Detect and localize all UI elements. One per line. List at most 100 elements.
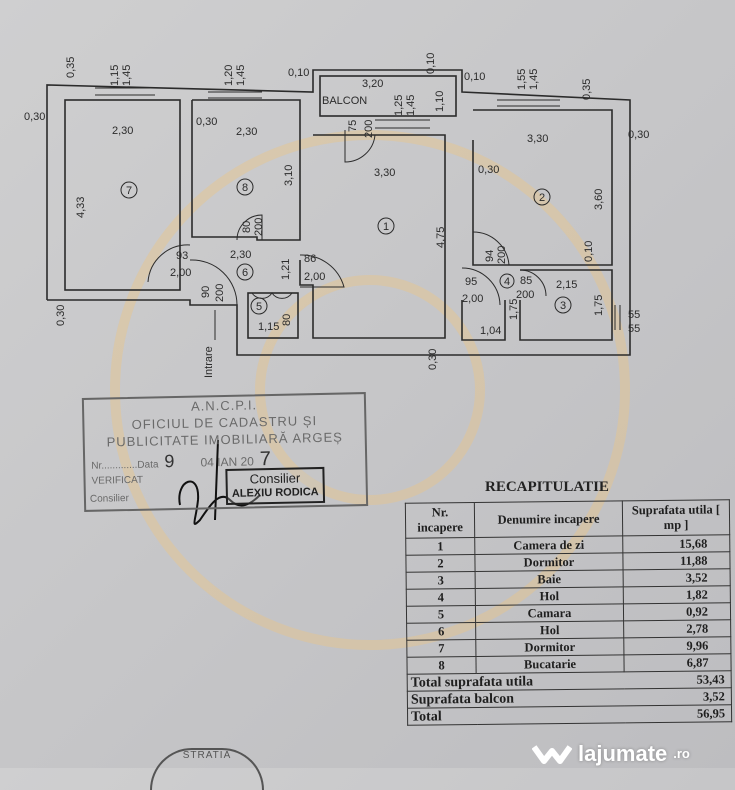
walls: [46, 69, 631, 356]
consilier-title: Consilier: [249, 470, 301, 487]
room-area: 3,52: [623, 568, 731, 587]
dimension: 2,30: [236, 126, 257, 138]
room-nr: 6: [406, 622, 476, 641]
dimension: 200: [496, 246, 508, 264]
room-name: Bucatarie: [475, 654, 625, 674]
signature: [178, 439, 261, 525]
room-area: 15,68: [622, 534, 730, 553]
brand-tld: .ro: [673, 746, 690, 761]
dimension: 200: [363, 120, 375, 138]
room-4-label: 4: [504, 276, 510, 288]
dimension: 1,55: [516, 69, 528, 90]
room-name: Hol: [475, 586, 624, 606]
dimension: 200: [516, 289, 534, 301]
dimension: 1,10: [434, 91, 446, 112]
stamp-nr-value: 9: [164, 451, 175, 472]
dimension: 1,20: [223, 65, 235, 86]
balcony-label: BALCON: [322, 95, 367, 107]
dimension: 1,75: [593, 295, 605, 316]
dimension: 1,45: [121, 65, 133, 86]
room-nr: 8: [406, 656, 477, 675]
consilier-stamp: Consilier ALEXIU RODICA: [225, 466, 325, 505]
dimension: 3,60: [593, 189, 605, 210]
dimension: 2,00: [304, 271, 325, 283]
dimension: 95: [465, 276, 477, 288]
room-nr: 7: [406, 639, 476, 658]
dimension: 3,30: [527, 133, 548, 145]
room-nr: 1: [405, 537, 475, 556]
stamp-nr-label: Nr.............Data: [91, 459, 159, 472]
dimension: 1,15: [109, 65, 121, 86]
room-1-label: 1: [383, 221, 389, 233]
dimension: 0,35: [581, 79, 593, 100]
dimension: 1,25: [393, 95, 405, 116]
room-2-label: 2: [539, 192, 545, 204]
dimension: 90: [200, 286, 212, 298]
dimension: 200: [253, 218, 265, 236]
room-3-label: 3: [560, 300, 566, 312]
room-area: 1,82: [623, 585, 731, 604]
total-value: 53,43: [624, 670, 732, 689]
room-numbers: 7 8 1 2 3 4 5 6: [120, 178, 572, 315]
seal-text: STRATIA: [182, 750, 232, 761]
stamp-year: 7: [259, 448, 272, 471]
total-value: 56,95: [624, 704, 732, 723]
dimension: 0,30: [478, 164, 499, 176]
dimension: 1,45: [528, 69, 540, 90]
room-nr: 4: [406, 588, 476, 607]
room-area: 6,87: [623, 653, 732, 672]
dimension: 55: [628, 323, 640, 335]
lajumate-logo-icon: [532, 745, 572, 764]
dimension: 1,45: [235, 65, 247, 86]
room-6-label: 6: [242, 267, 248, 279]
dimension: 3,30: [374, 167, 395, 179]
dimension: 80: [281, 314, 293, 326]
room-name: Dormitor: [474, 552, 624, 572]
door-swings: [147, 130, 547, 306]
dimension: 4,75: [435, 227, 447, 248]
dimension: 1,21: [280, 259, 292, 280]
dimension: 1,45: [405, 95, 417, 116]
dimension: 0,30: [628, 129, 649, 141]
room-area: 2,78: [623, 619, 731, 638]
room-name: Hol: [475, 620, 624, 640]
dimension: 2,15: [556, 279, 577, 291]
room-area: 9,96: [623, 636, 731, 655]
room-name: Camara: [475, 603, 624, 623]
room-5-label: 5: [256, 301, 262, 313]
floor-plan: 7 8 1 2 3 4 5 6 BALCON Intrare 0,35 1,15…: [24, 53, 649, 650]
dimension-labels: 0,35 1,15 1,45 1,20 1,45 0,10 0,10 0,10 …: [24, 53, 649, 370]
recap-title: RECAPITULATIE: [485, 479, 609, 495]
room-8-label: 8: [242, 182, 248, 194]
room-nr: 2: [405, 554, 476, 573]
lajumate-watermark: lajumate .ro: [532, 741, 690, 767]
dimension: 0,10: [583, 241, 595, 262]
dimension: 93: [176, 250, 188, 262]
header-nr: Nr. incapere: [405, 502, 475, 539]
room-name: Dormitor: [475, 637, 624, 657]
room-nr: 3: [406, 571, 476, 590]
dimension: 3,20: [362, 78, 383, 90]
table-header: Nr. incapere Denumire incapere Suprafata…: [405, 499, 730, 539]
room-name: Baie: [475, 569, 624, 589]
dimension: 1,75: [508, 299, 520, 320]
dimension: 1,15: [258, 321, 279, 333]
room-area: 0,92: [623, 602, 731, 621]
dimension: 3,10: [283, 165, 295, 186]
consilier-name: ALEXIU RODICA: [231, 486, 319, 500]
header-area: Suprafata utila [ mp ]: [622, 499, 730, 536]
dimension: 75: [347, 120, 359, 132]
dimension: 0,10: [425, 53, 437, 74]
room-area: 11,88: [622, 551, 731, 570]
dimension: 94: [484, 250, 496, 262]
dimension: 86: [304, 253, 316, 265]
dimension: 0,30: [24, 111, 45, 123]
dimension: 4,33: [75, 197, 87, 218]
cadastre-stamp: A.N.C.P.I. OFICIUL DE CADASTRU ȘI PUBLIC…: [81, 392, 369, 512]
dimension: 0,35: [65, 57, 77, 78]
room-name: Camera de zi: [474, 535, 623, 555]
room-7-label: 7: [126, 185, 132, 197]
brand-name: lajumate: [578, 741, 668, 766]
dimension: 2,30: [112, 125, 133, 137]
